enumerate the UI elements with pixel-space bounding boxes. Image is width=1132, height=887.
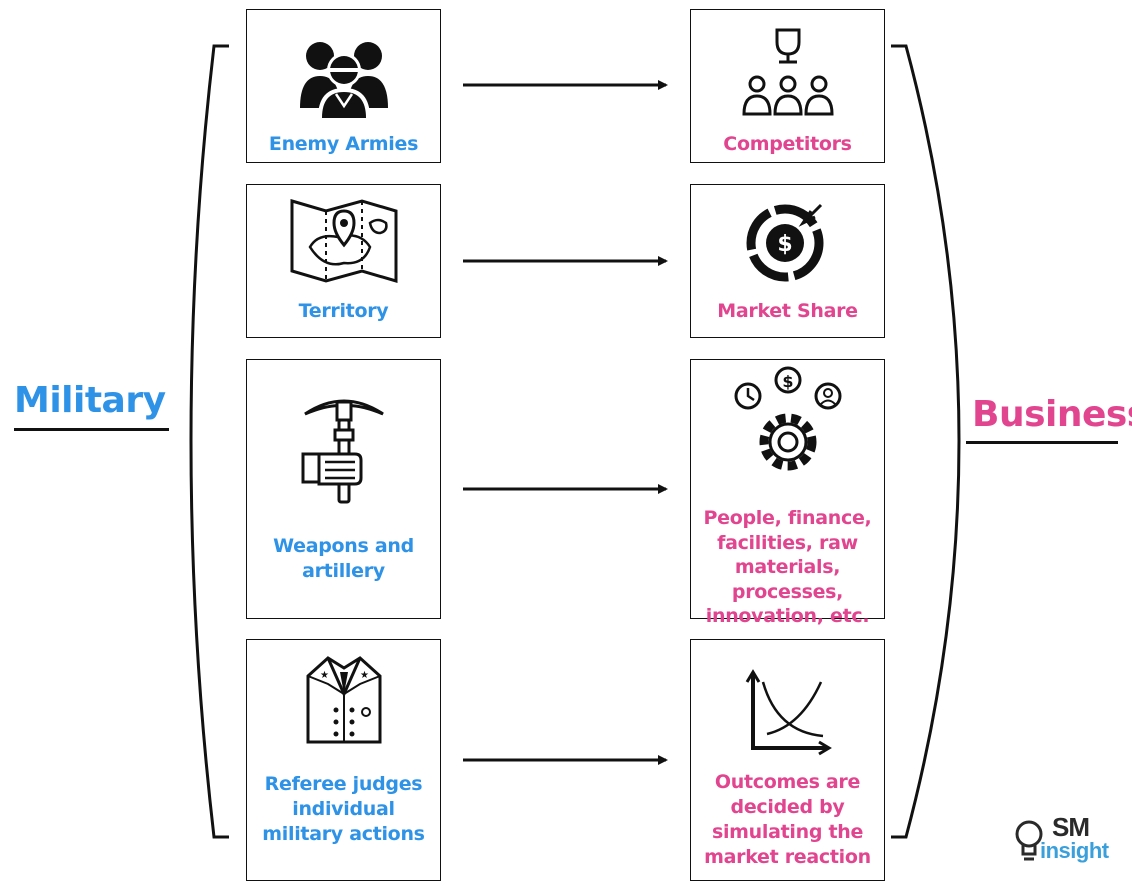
military-label-2: Territory [298,300,389,322]
business-title: Business [972,394,1132,435]
military-label-4: Referee judges individual military actio… [262,773,425,845]
svg-text:$: $ [777,232,792,257]
svg-text:★: ★ [360,670,369,681]
military-box-enemy-armies: Enemy Armies [246,9,441,163]
business-label-3: People, finance, facilities, raw materia… [703,507,872,627]
pickaxe-hand-icon [247,392,440,504]
svg-text:$: $ [782,372,793,391]
trophy-people-icon [691,28,884,118]
business-box-market-share: $ Market Share [690,184,885,338]
military-box-weapons: Weapons and artillery [246,359,441,619]
military-label-3: Weapons and artillery [273,535,414,582]
military-underline [14,428,169,431]
supply-demand-chart-icon [691,668,884,758]
svg-text:★: ★ [320,670,329,681]
business-box-competitors: Competitors [690,9,885,163]
military-label-1: Enemy Armies [268,133,419,155]
business-underline [966,441,1118,444]
right-bracket [891,44,961,839]
logo-text-sm: SM [1052,812,1090,842]
military-box-referee: ★ ★ Referee judges individual military a… [246,639,441,881]
business-label-2: Market Share [717,300,858,322]
military-box-territory: Territory [246,184,441,338]
business-label-1: Competitors [723,133,852,155]
logo-text-insight: insight [1040,838,1109,863]
territory-map-icon [247,195,440,287]
business-box-resources: $ People, finance, facilities, raw mater… [690,359,885,627]
sm-insight-logo: SM insight [1014,812,1114,872]
left-bracket [189,44,229,839]
business-label-4: Outcomes are decided by simulating the m… [704,771,871,868]
lightbulb-icon [1015,820,1043,861]
military-uniform-icon: ★ ★ [247,654,440,748]
business-box-outcomes: Outcomes are decided by simulating the m… [690,639,885,881]
resources-gear-icon: $ [691,364,884,474]
soldiers-group-icon [247,34,440,118]
military-title: Military [14,380,166,421]
dollar-target-icon: $ [691,193,884,287]
